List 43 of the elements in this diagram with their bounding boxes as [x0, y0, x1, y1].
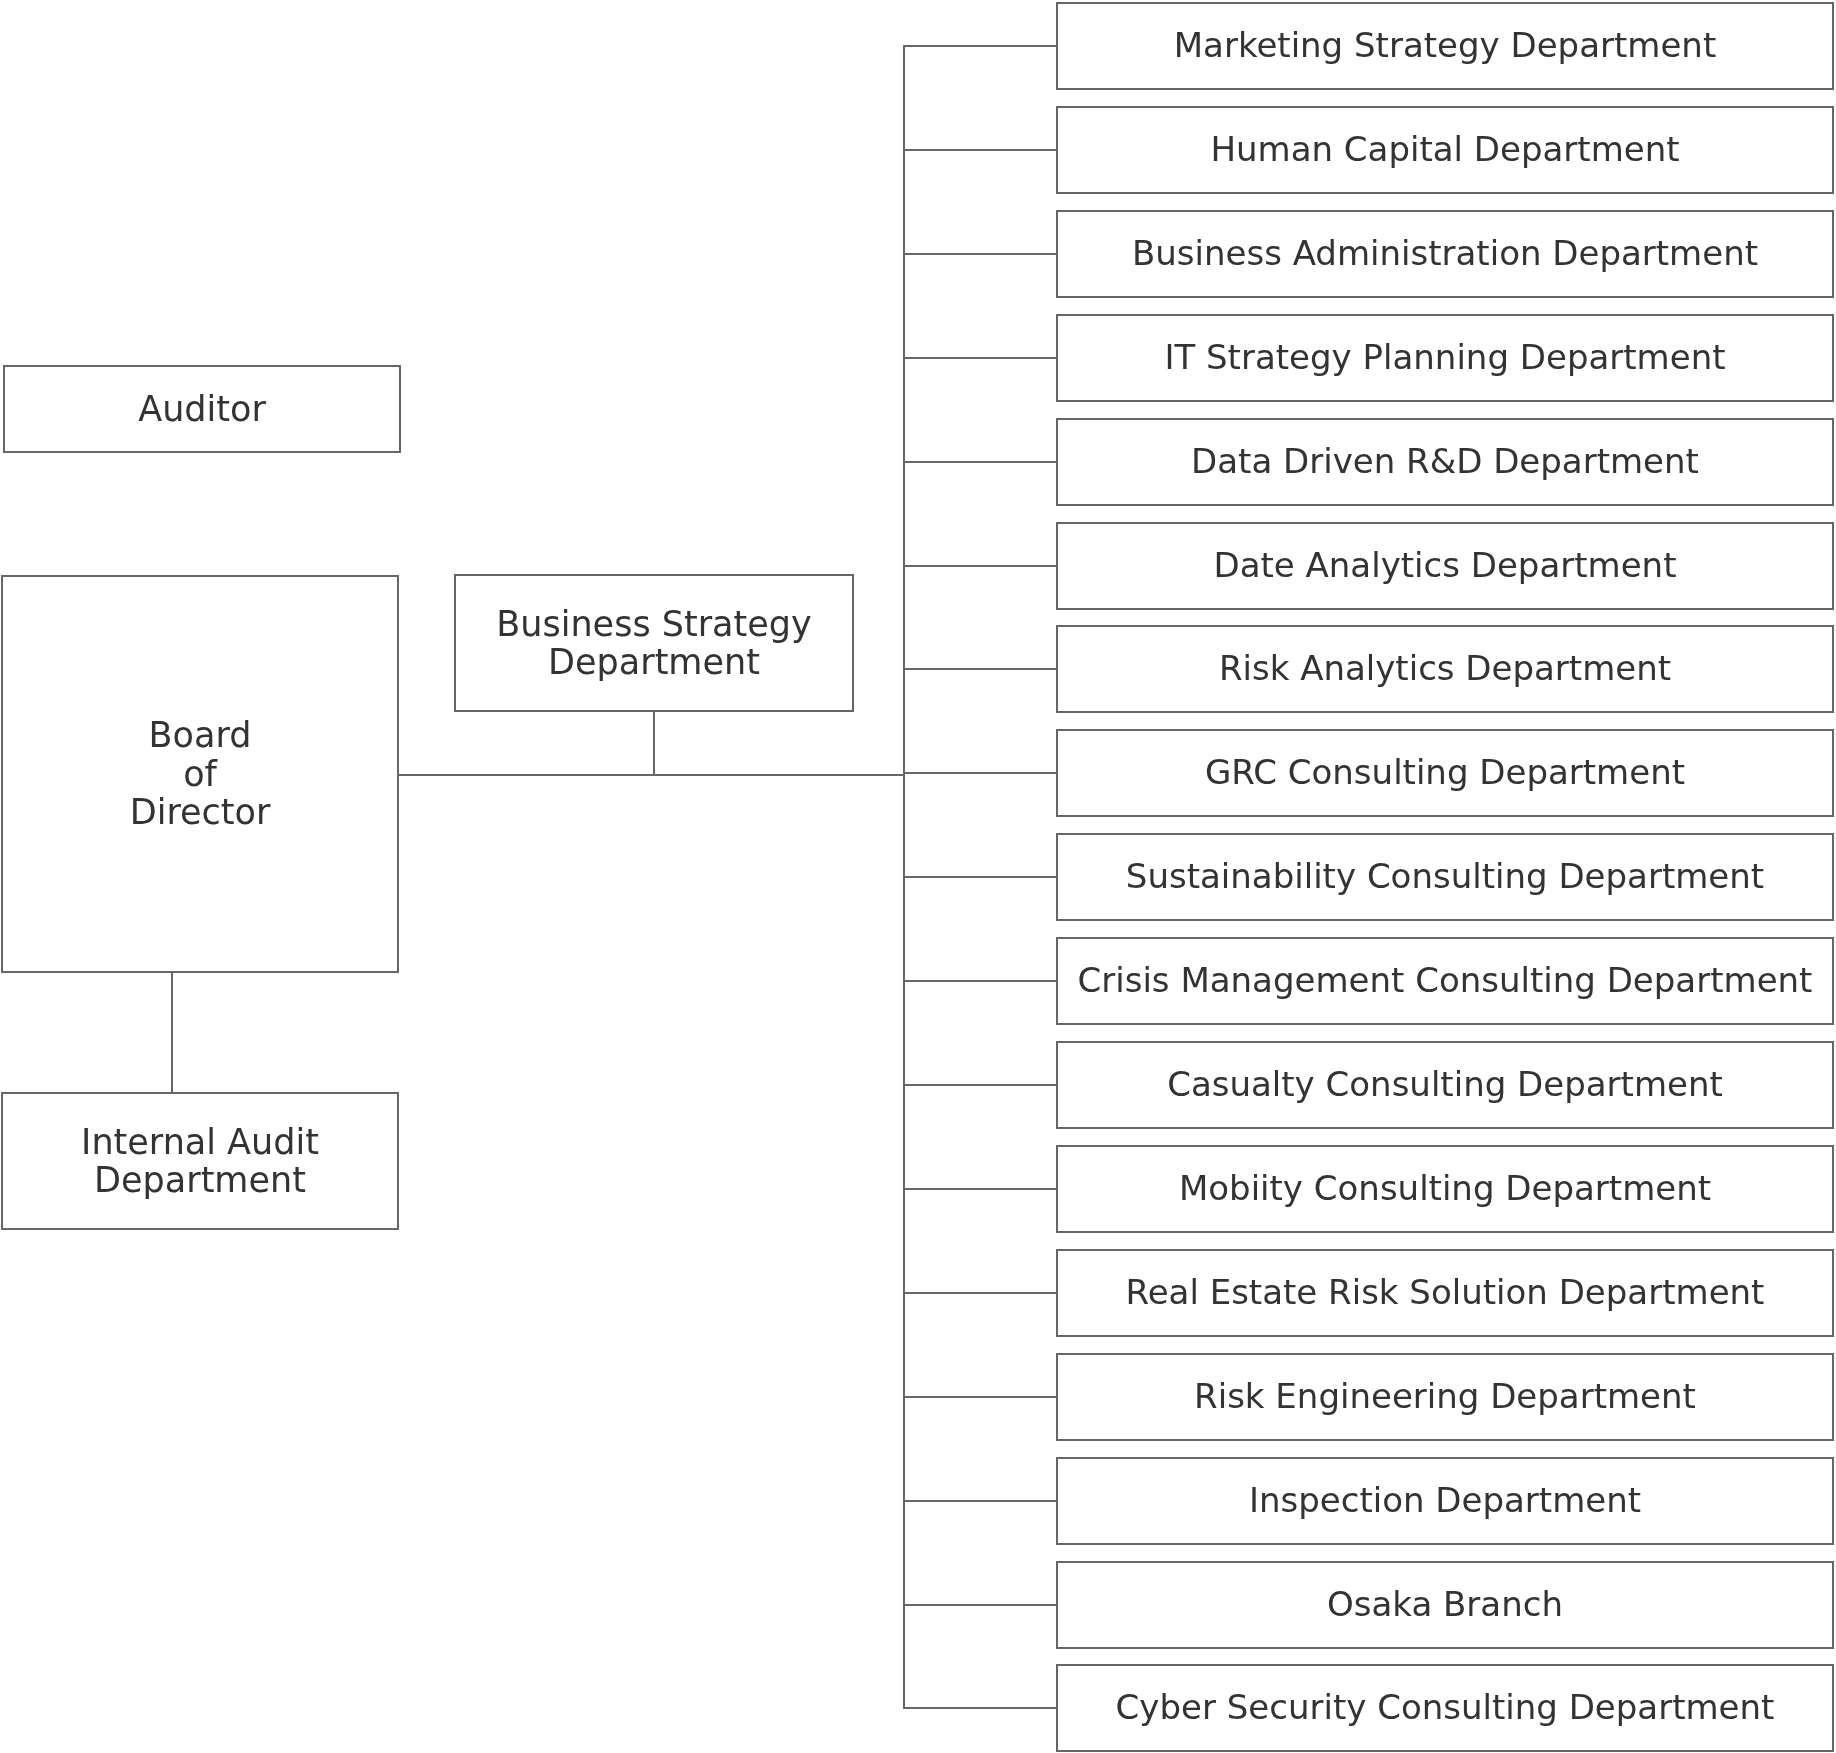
org-box	[1056, 210, 1834, 298]
box-label: Marketing Strategy Department	[1173, 27, 1717, 65]
org-box	[1056, 522, 1834, 610]
box-label: Cyber Security Consulting Department	[1115, 1689, 1775, 1727]
box-label: Auditor	[138, 389, 266, 429]
box-label: Casualty Consulting Department	[1167, 1066, 1723, 1104]
box-label: Human Capital Department	[1210, 131, 1680, 169]
org-box	[454, 574, 854, 712]
box-label: IT Strategy Planning Department	[1164, 339, 1726, 377]
box-label: GRC Consulting Department	[1204, 754, 1686, 792]
org-box	[1056, 729, 1834, 817]
org-box	[1056, 937, 1834, 1025]
box-label: Osaka Branch	[1327, 1586, 1563, 1624]
box-label: Risk Analytics Department	[1218, 650, 1672, 688]
org-box	[1056, 418, 1834, 506]
org-box	[1056, 1664, 1834, 1752]
org-box	[1056, 1561, 1834, 1649]
org-box	[1056, 833, 1834, 921]
org-box	[1, 575, 399, 973]
box-label: Inspection Department	[1248, 1482, 1642, 1520]
box-label: Mobiity Consulting Department	[1178, 1170, 1712, 1208]
box-label: Risk Engineering Department	[1194, 1378, 1696, 1416]
org-box	[1056, 106, 1834, 194]
org-box	[1056, 1041, 1834, 1129]
org-box	[1056, 1457, 1834, 1545]
box-label: Business Strategy Department	[495, 604, 813, 682]
org-box	[1056, 1353, 1834, 1441]
box-label: Sustainability Consulting Department	[1125, 858, 1765, 896]
org-box	[1056, 1249, 1834, 1337]
org-box	[1056, 1145, 1834, 1233]
org-box	[3, 365, 401, 453]
org-box	[1, 1092, 399, 1230]
box-label: Data Driven R&D Department	[1191, 443, 1699, 481]
box-label: Crisis Management Consulting Department	[1077, 962, 1813, 1000]
box-label: Date Analytics Department	[1213, 547, 1677, 585]
connector-line	[171, 972, 173, 1093]
org-box	[1056, 625, 1834, 713]
box-label: Internal Audit Department	[80, 1122, 320, 1200]
org-box	[1056, 2, 1834, 90]
box-label: Business Administration Department	[1131, 235, 1759, 273]
box-label: Real Estate Risk Solution Department	[1125, 1274, 1765, 1312]
org-box	[1056, 314, 1834, 402]
box-label: Board of Director	[129, 716, 271, 832]
